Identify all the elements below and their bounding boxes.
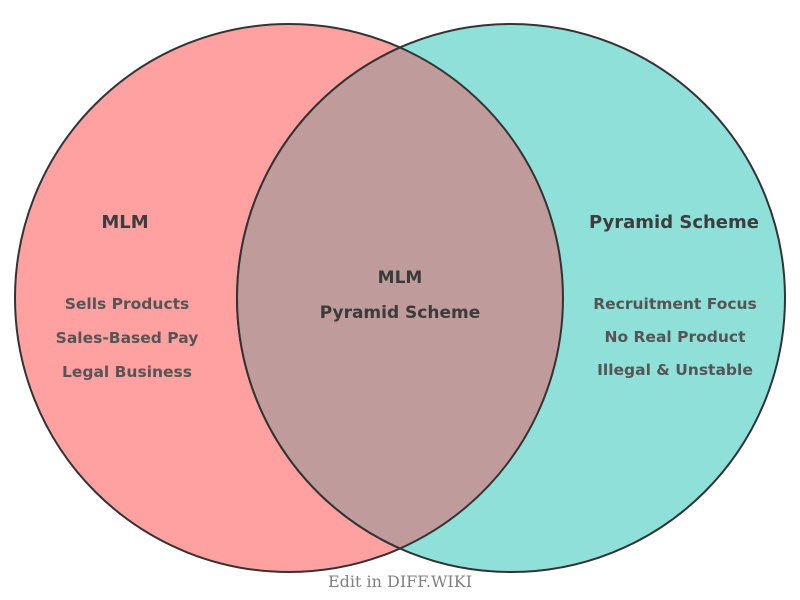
edit-in-diffwiki-link[interactable]: Edit in DIFF.WIKI bbox=[328, 572, 472, 591]
overlap-line-2: Pyramid Scheme bbox=[320, 303, 481, 323]
right-item-2: No Real Product bbox=[604, 328, 746, 346]
left-item-1: Sells Products bbox=[65, 295, 190, 313]
left-circle-title: MLM bbox=[101, 212, 148, 233]
right-circle-title: Pyramid Scheme bbox=[589, 212, 759, 233]
left-item-2: Sales-Based Pay bbox=[56, 329, 199, 347]
left-item-3: Legal Business bbox=[62, 363, 192, 381]
overlap-lens bbox=[236, 46, 564, 550]
overlap-line-1: MLM bbox=[378, 268, 423, 288]
right-item-3: Illegal & Unstable bbox=[597, 361, 753, 379]
right-item-1: Recruitment Focus bbox=[593, 295, 757, 313]
